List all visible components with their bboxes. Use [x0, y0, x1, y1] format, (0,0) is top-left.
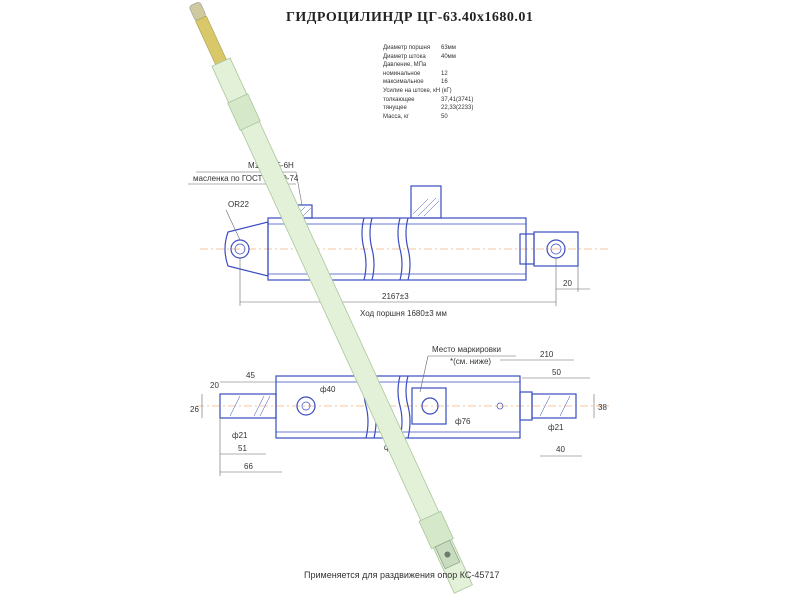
marking-place-label: Место маркировки	[432, 345, 501, 354]
spec-label: максимальное	[383, 79, 424, 86]
dim-66: 66	[244, 462, 253, 471]
marking-note-label: *(см. ниже)	[450, 357, 491, 366]
spec-row: Масса, кг 50	[383, 113, 473, 122]
dim-50: 50	[552, 368, 561, 377]
spec-value: 12	[441, 70, 448, 77]
spec-label: Масса, кг	[383, 113, 409, 120]
dim-20: 20	[210, 381, 219, 390]
dim-210: 210	[540, 350, 554, 359]
spec-row: Давление, МПа	[383, 61, 473, 70]
spec-label: Диаметр поршня	[383, 45, 431, 51]
dim-phi40: ф40	[320, 385, 336, 394]
spec-label: Давление, МПа	[383, 62, 427, 69]
spec-value: 63мм	[441, 45, 456, 51]
spec-row: Усилие на штоке, кН (кГ)	[383, 87, 473, 96]
spec-value: 37,41(3741)	[441, 96, 474, 103]
spec-value: 50	[441, 113, 448, 120]
spec-label: тянущее	[383, 105, 407, 112]
spec-label: Диаметр штока	[383, 53, 426, 60]
spec-value: 40мм	[441, 53, 456, 60]
footer-note: Применяется для раздвижения опор КС-4571…	[304, 570, 500, 580]
spec-label: Усилие на штоке, кН (кГ)	[383, 87, 452, 94]
spec-value: 22,33(2233)	[441, 105, 474, 112]
dim-phi21-right: ф21	[548, 423, 564, 432]
stroke-label: Ход поршня 1680±3 мм	[360, 309, 447, 318]
dim-38: 38	[598, 403, 607, 412]
spec-row: Диаметр штока 40мм	[383, 53, 473, 62]
spec-row: толкающее 37,41(3741)	[383, 96, 473, 105]
spec-row: Диаметр поршня 63мм	[383, 44, 473, 53]
dim-51: 51	[238, 444, 247, 453]
dim-26: 26	[190, 405, 199, 414]
spec-row: максимальное 16	[383, 78, 473, 87]
spec-row: номинальное 12	[383, 70, 473, 79]
spec-row: тянущее 22,33(2233)	[383, 104, 473, 113]
drawing-title: ГИДРОЦИЛИНДР ЦГ-63.40х1680.01	[286, 10, 534, 25]
dim-40: 40	[556, 445, 565, 454]
spec-label: толкающее	[383, 96, 415, 103]
dim-phi21-left: ф21	[232, 431, 248, 440]
spec-label: номинальное	[383, 70, 421, 77]
rod-end-gap-label: 20	[563, 279, 572, 288]
spec-value: 16	[441, 79, 448, 86]
dim-45: 45	[246, 371, 255, 380]
radius-label: OR22	[228, 200, 249, 209]
overall-length-label: 2167±3	[382, 292, 409, 301]
cylinder-rod-photo	[189, 2, 473, 594]
dim-phi76: ф76	[455, 417, 471, 426]
greaser-label: масленка по ГОСТ 19529-74	[193, 174, 299, 183]
side-view	[188, 171, 610, 306]
